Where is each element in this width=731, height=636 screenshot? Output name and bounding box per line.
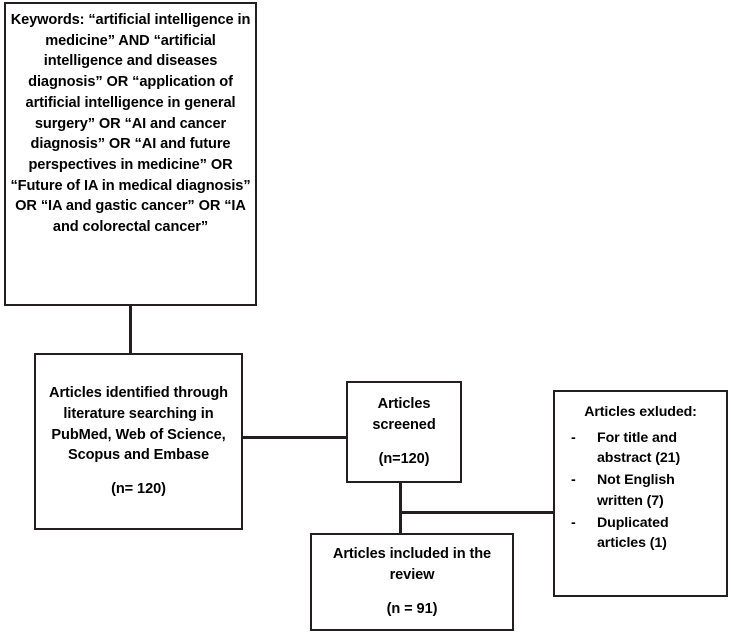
connector-identified-to-screened	[243, 436, 347, 439]
node-articles-identified-text: Articles identified through literature s…	[49, 385, 228, 464]
node-articles-identified-count: (n= 120)	[111, 481, 166, 498]
dash-bullet-icon: -	[571, 430, 576, 447]
connector-screened-to-excluded	[399, 511, 554, 514]
dash-bullet-icon: -	[571, 472, 576, 489]
connector-keywords-to-identified	[129, 306, 132, 354]
node-articles-screened: Articles screened (n=120)	[346, 381, 462, 483]
dash-bullet-icon: -	[571, 514, 576, 531]
connector-screened-down	[399, 482, 402, 534]
node-articles-screened-text: Articles screened	[372, 396, 436, 434]
list-item-label: For title and abstract (21)	[597, 430, 681, 467]
node-articles-excluded: Articles exluded: - For title and abstra…	[553, 390, 728, 597]
excluded-reason-list: - For title and abstract (21) - Not Engl…	[555, 428, 726, 555]
list-item-label: Duplicated articles (1)	[597, 514, 669, 551]
node-keywords-text: Keywords: “artificial intelligence in me…	[10, 12, 251, 236]
node-articles-identified: Articles identified through literature s…	[34, 353, 243, 530]
node-articles-included-count: (n = 91)	[386, 600, 438, 617]
node-articles-screened-count: (n=120)	[378, 450, 430, 467]
node-articles-included: Articles included in the review (n = 91)	[310, 533, 514, 631]
list-item: - Duplicated articles (1)	[569, 513, 720, 553]
node-articles-included-text: Articles included in the review	[332, 546, 492, 584]
list-item: - For title and abstract (21)	[569, 428, 720, 468]
node-articles-excluded-title: Articles exluded:	[584, 404, 697, 420]
node-keywords: Keywords: “artificial intelligence in me…	[4, 2, 257, 306]
list-item-label: Not English written (7)	[597, 472, 675, 509]
list-item: - Not English written (7)	[569, 470, 720, 510]
